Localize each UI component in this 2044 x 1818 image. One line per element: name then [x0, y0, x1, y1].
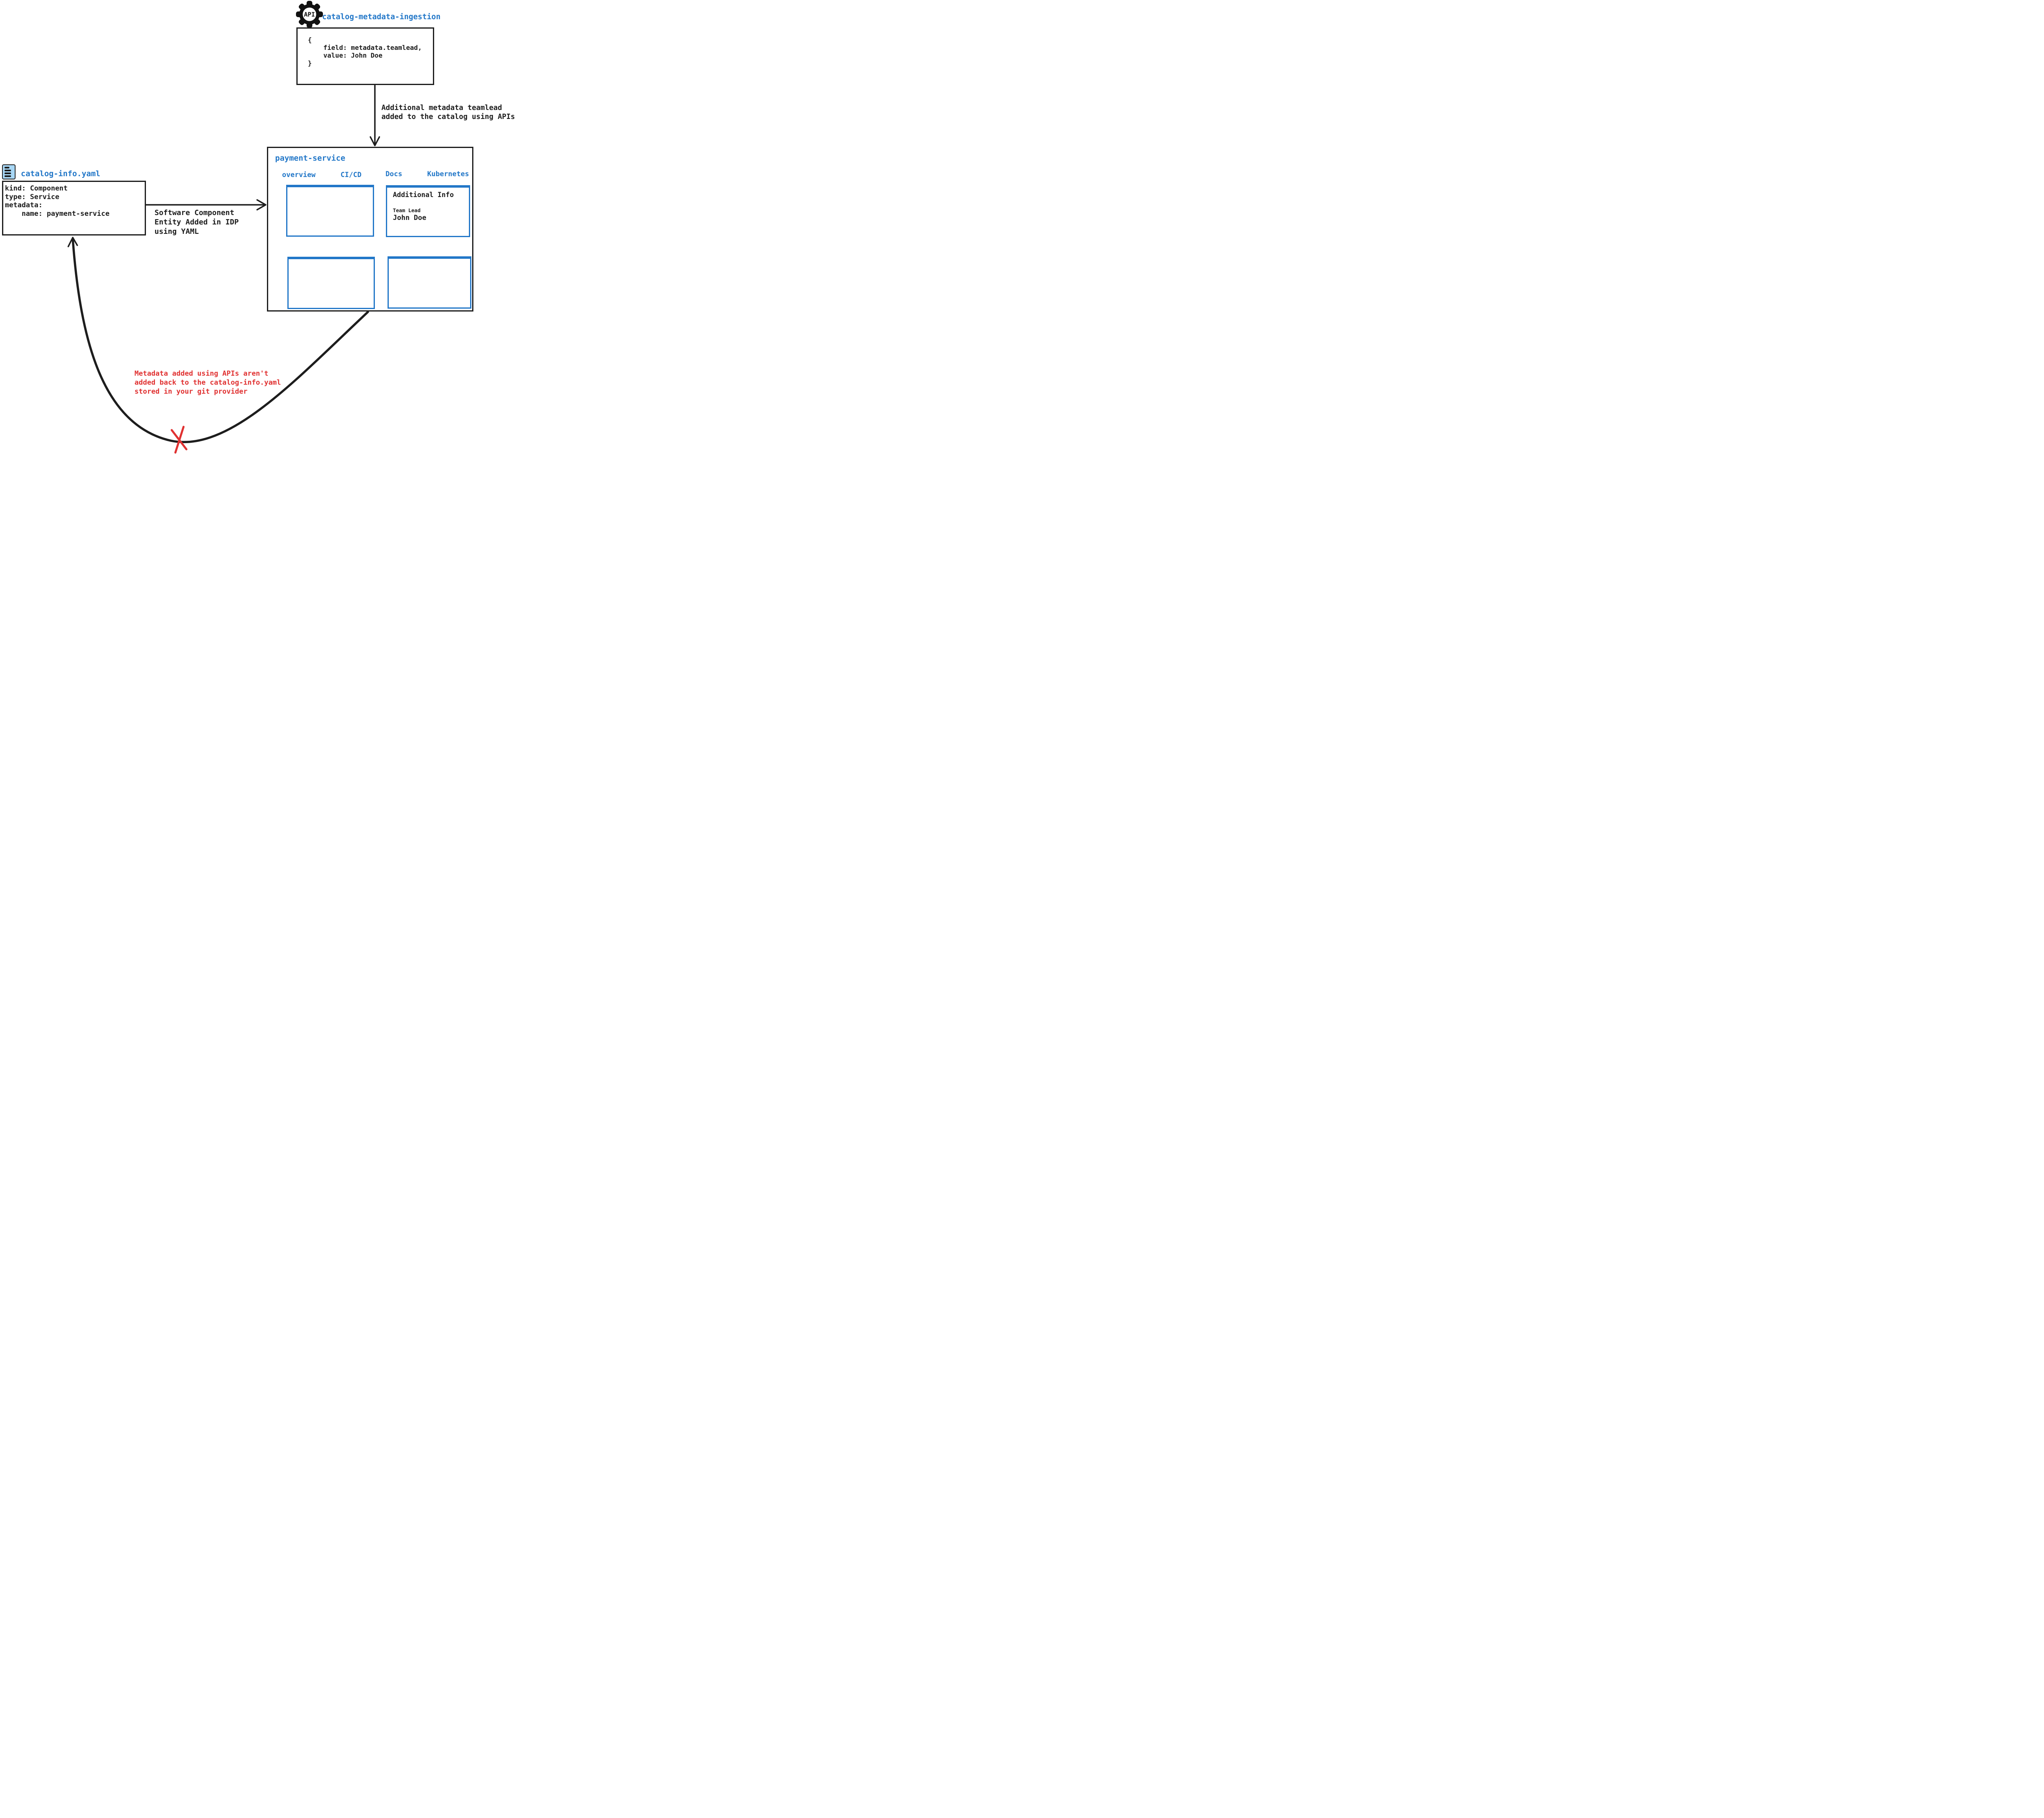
api-gear-label: API [304, 11, 315, 18]
team-lead-label: Team Lead [393, 207, 421, 213]
warning-caption-line3: stored in your git provider [134, 388, 248, 396]
bottom-left-card [287, 257, 375, 309]
curve-idp-to-yaml [72, 238, 369, 444]
yaml-line-metadata: metadata: [5, 201, 43, 209]
warning-caption-line1: Metadata added using APIs aren't [134, 370, 269, 378]
api-gear-icon: API [296, 1, 323, 28]
arrowhead-right-icon [256, 199, 267, 211]
payload-open-brace: { [308, 36, 312, 44]
arrowhead-down-icon [370, 136, 380, 146]
payload-field-line: field: metadata.teamlead, [323, 44, 422, 52]
warning-caption: Metadata added using APIs aren't added b… [134, 369, 281, 396]
yaml-line-type: type: Service [5, 193, 60, 201]
tab-overview[interactable]: overview [282, 171, 316, 179]
idp-portal-title: payment-service [275, 154, 345, 163]
api-ingestion-title: catalog-metadata-ingestion [322, 13, 441, 21]
additional-info-heading: Additional Info [393, 191, 454, 199]
api-arrow-caption-line1: Additional metadata teamlead [381, 104, 502, 112]
diagram-canvas: API catalog-metadata-ingestion { field: … [0, 0, 516, 455]
warning-caption-line2: added back to the catalog-info.yaml [134, 379, 281, 387]
team-lead-value: John Doe [393, 214, 426, 222]
payload-close-brace: } [308, 59, 312, 67]
yaml-source-box: kind: Component type: Service metadata: … [2, 181, 146, 235]
yaml-arrow-caption-line2: Entity Added in IDP [155, 218, 239, 226]
api-payload-box: { field: metadata.teamlead, value: John … [296, 27, 434, 85]
tab-kubernetes[interactable]: Kubernetes [427, 170, 469, 178]
yaml-arrow-caption: Software Component Entity Added in IDP u… [155, 208, 239, 236]
overview-card [286, 185, 374, 237]
idp-portal-box: payment-service overview CI/CD Docs Kube… [267, 147, 473, 312]
api-arrow-caption: Additional metadata teamlead added to th… [381, 104, 515, 121]
connector-layer [67, 85, 380, 454]
yaml-arrow-caption-line1: Software Component [155, 208, 235, 217]
tab-docs[interactable]: Docs [385, 170, 402, 178]
bottom-right-card [388, 256, 471, 309]
yaml-line-name: name: payment-service [5, 209, 110, 218]
yaml-arrow-caption-line3: using YAML [155, 227, 199, 236]
yaml-file-icon [2, 164, 16, 179]
arrowhead-up-icon [67, 237, 78, 247]
red-x-icon [174, 426, 185, 454]
yaml-line-kind: kind: Component [5, 184, 68, 193]
payload-value-line: value: John Doe [323, 52, 383, 59]
tab-cicd[interactable]: CI/CD [341, 171, 362, 179]
api-arrow-caption-line2: added to the catalog using APIs [381, 112, 515, 121]
additional-info-card: Additional Info Team Lead John Doe [386, 185, 470, 237]
yaml-file-title: catalog-info.yaml [21, 169, 101, 178]
